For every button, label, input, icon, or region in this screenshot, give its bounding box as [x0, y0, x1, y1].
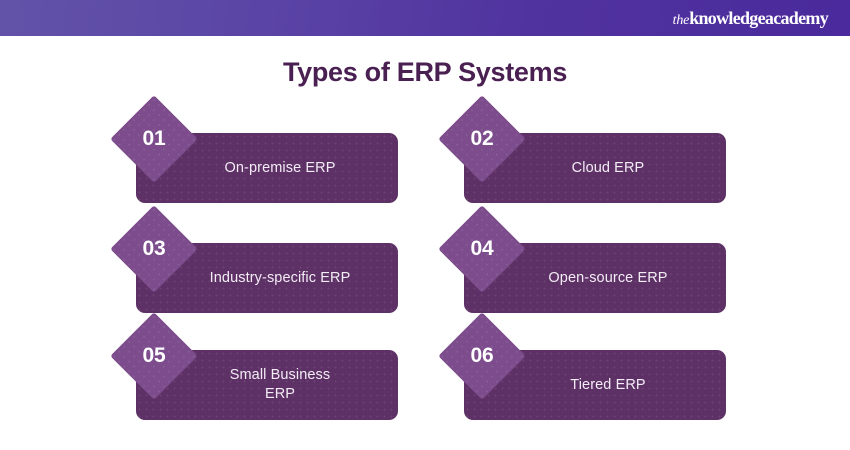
card-label: Small Business ERP — [229, 367, 331, 402]
card-body: Tiered ERP — [464, 350, 726, 420]
erp-type-card-6[interactable]: Tiered ERP 06 — [438, 312, 726, 420]
card-body: Open-source ERP — [464, 243, 726, 313]
logo-academy-text: academy — [764, 7, 829, 28]
card-label: Open-source ERP — [548, 269, 668, 286]
card-label: Cloud ERP — [571, 159, 645, 176]
logo-the-text: the — [672, 12, 690, 28]
card-body: Cloud ERP — [464, 133, 726, 203]
card-label: Tiered ERP — [570, 376, 646, 393]
erp-type-card-3[interactable]: Industry-specific ERP 03 — [110, 205, 398, 313]
page-title: Types of ERP Systems — [282, 57, 568, 87]
card-label: Industry-specific ERP — [209, 269, 351, 286]
erp-type-card-1[interactable]: On-premise ERP 01 — [110, 95, 398, 203]
erp-type-card-5[interactable]: Small Business ERP 05 — [110, 312, 398, 420]
erp-type-card-4[interactable]: Open-source ERP 04 — [438, 205, 726, 313]
erp-type-card-2[interactable]: Cloud ERP 02 — [438, 95, 726, 203]
card-label: On-premise ERP — [224, 159, 336, 176]
logo-knowledge-text: knowledge — [689, 7, 765, 28]
